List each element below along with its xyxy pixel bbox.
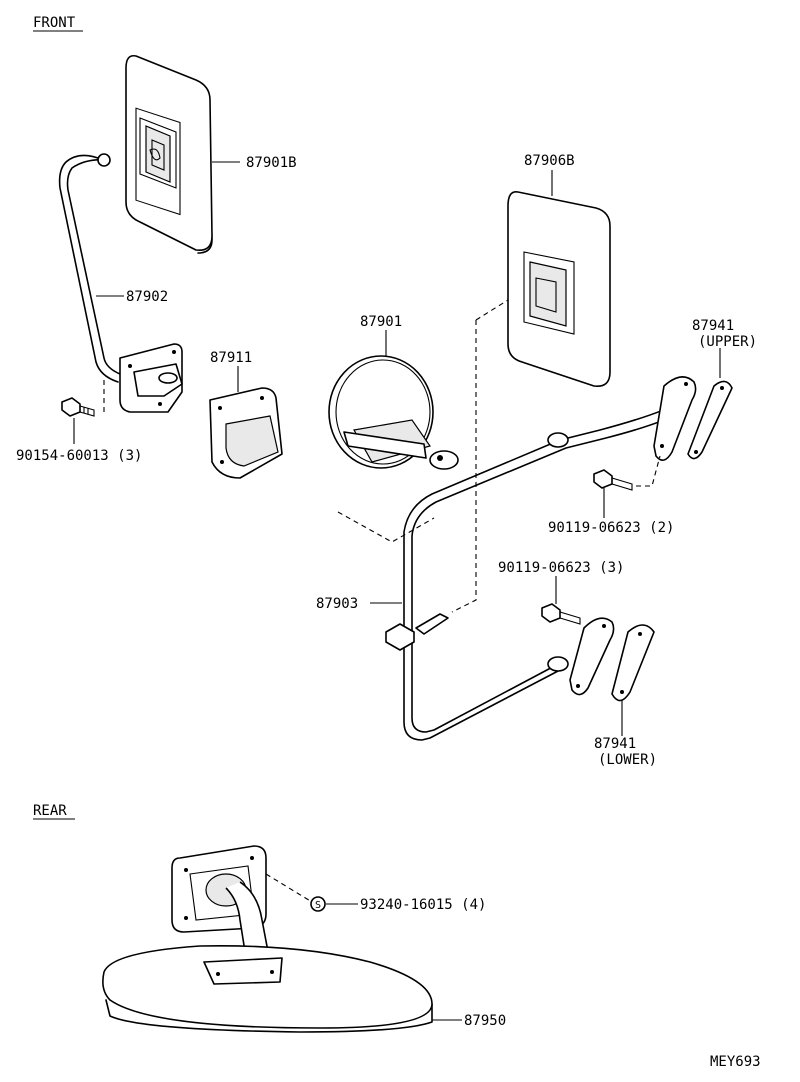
label-90119-06623-upper: 90119-06623 (2) [548, 520, 674, 536]
mirror-arm-87902 [58, 153, 121, 383]
mirror-87901b [125, 54, 213, 254]
front-section-title: FRONT [33, 15, 76, 31]
rear-mirror-87950 [102, 945, 433, 1033]
diagram-code: MEY693 [710, 1054, 761, 1070]
lower-bracket [569, 617, 615, 696]
screw-90119-upper [593, 469, 633, 491]
mounting-bracket [119, 343, 183, 413]
rear-section-header: REAR [33, 803, 75, 820]
rear-screw-93240: S [310, 896, 326, 912]
label-87901: 87901 [360, 314, 402, 330]
leader-lines [73, 161, 721, 1021]
label-87903: 87903 [316, 596, 358, 612]
label-90119-06623-lower: 90119-06623 (3) [498, 560, 624, 576]
bolt-90154 [61, 397, 95, 417]
label-90154-60013: 90154-60013 (3) [16, 448, 142, 464]
label-87950: 87950 [464, 1013, 506, 1029]
round-mirror-87901 [328, 355, 459, 470]
label-87941-upper-number: 87941 [692, 318, 734, 334]
front-section-header: FRONT [33, 15, 83, 32]
label-87941-lower-position: (LOWER) [598, 752, 657, 768]
bracket-cover-87911 [209, 387, 283, 479]
label-87911: 87911 [210, 350, 252, 366]
upper-plate-87941 [687, 380, 733, 460]
lower-plate-87941 [611, 624, 655, 702]
label-87941-lower-number: 87941 [594, 736, 636, 752]
mirror-87906b [507, 190, 611, 388]
label-93240-16015: 93240-16015 (4) [360, 897, 486, 913]
label-87901b: 87901B [246, 155, 297, 171]
label-87902: 87902 [126, 289, 168, 305]
screw-90119-lower [541, 603, 581, 625]
mirror-stay-87903 [385, 401, 689, 741]
s-marker: S [315, 900, 321, 911]
upper-bracket [653, 376, 697, 461]
label-87941-upper-position: (UPPER) [698, 334, 757, 350]
rear-section-title: REAR [33, 803, 67, 819]
label-87906b: 87906B [524, 153, 575, 169]
